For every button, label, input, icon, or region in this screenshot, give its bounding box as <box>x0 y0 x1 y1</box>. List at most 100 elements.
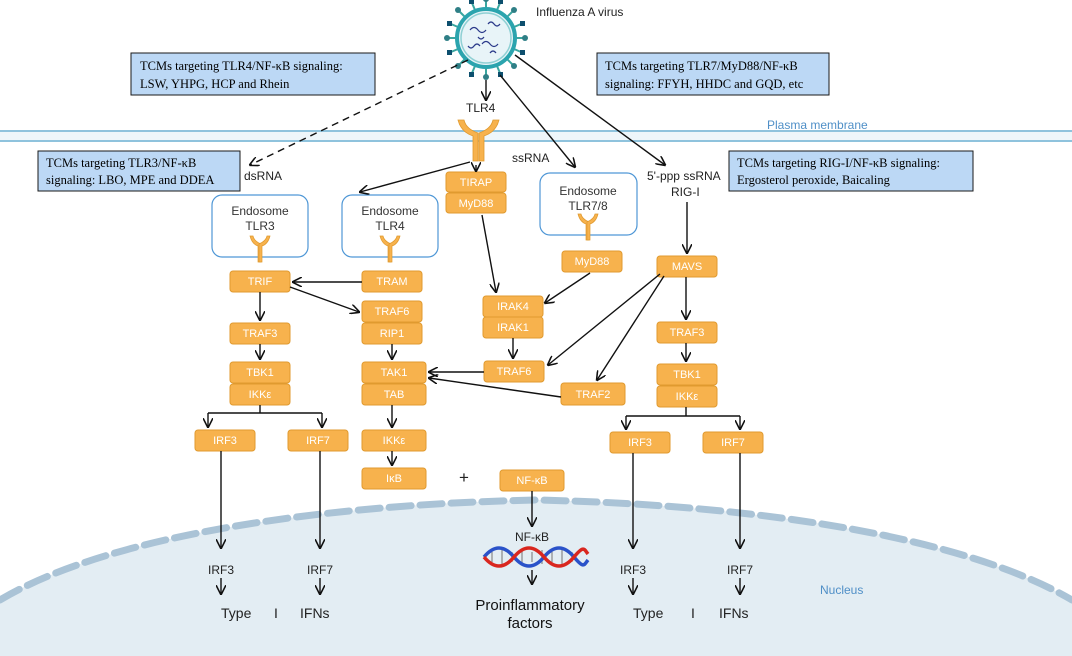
node-irak1: IRAK1 <box>482 316 544 339</box>
svg-text:Ergosterol peroxide, Baicaling: Ergosterol peroxide, Baicaling <box>737 173 891 187</box>
svg-text:TLR7/8: TLR7/8 <box>568 199 608 213</box>
svg-text:IRAK4: IRAK4 <box>497 301 529 313</box>
node-myd88-a: MyD88 <box>445 192 507 214</box>
plasma-membrane: Plasma membrane <box>0 118 1072 142</box>
type-right-label: Type <box>633 605 664 621</box>
nucleus: Nucleus <box>0 496 1072 656</box>
membrane-label: Plasma membrane <box>767 118 868 132</box>
svg-text:IRAK1: IRAK1 <box>497 322 529 334</box>
node-mavs: MAVS <box>656 255 718 278</box>
tlr78-receptor-icon <box>577 213 599 241</box>
node-traf6-a: TRAF6 <box>361 300 423 323</box>
callout-tlr3: TCMs targeting TLR3/NF-κB signaling: LBO… <box>37 150 241 192</box>
node-tab: TAB <box>361 383 427 406</box>
svg-text:TCMs targeting RIG-I/NF-κB sig: TCMs targeting RIG-I/NF-κB signaling: <box>737 156 940 170</box>
svg-text:IKKε: IKKε <box>249 389 272 401</box>
tlr4-receptor-icon <box>457 119 500 162</box>
dna-helix-icon <box>482 546 590 568</box>
node-irf3-right: IRF3 <box>609 431 671 454</box>
node-traf3-left: TRAF3 <box>229 322 291 345</box>
svg-text:IRF7: IRF7 <box>306 435 330 447</box>
irf3-left-nucleus-label: IRF3 <box>208 563 234 577</box>
svg-text:MyD88: MyD88 <box>575 256 610 268</box>
svg-text:IKKε: IKKε <box>383 435 406 447</box>
svg-text:IκB: IκB <box>386 473 402 485</box>
endosome-tlr4: Endosome TLR4 <box>341 194 439 258</box>
svg-text:IKKε: IKKε <box>676 391 699 403</box>
svg-text:TBK1: TBK1 <box>246 367 274 379</box>
svg-text:TRIF: TRIF <box>248 276 273 288</box>
nfkb-nucleus-label: NF-κB <box>515 530 549 544</box>
pathway-arrows <box>208 54 740 594</box>
node-myd88-b: MyD88 <box>561 250 623 273</box>
endosome-tlr3: Endosome TLR3 <box>211 194 309 258</box>
irf3-right-nucleus-label: IRF3 <box>620 563 646 577</box>
node-ikb: IκB <box>361 467 427 490</box>
node-ikke-mid: IKKε <box>361 429 427 452</box>
node-traf2: TRAF2 <box>560 382 626 406</box>
svg-text:TLR3: TLR3 <box>245 219 275 233</box>
roman-left-label: I <box>274 605 278 621</box>
ssrna-label: ssRNA <box>512 151 549 165</box>
svg-text:signaling: LBO, MPE and DDEA: signaling: LBO, MPE and DDEA <box>46 173 214 187</box>
svg-text:Endosome: Endosome <box>361 204 419 218</box>
influenza-virus-icon <box>444 0 528 80</box>
tlr4-surface-label: TLR4 <box>466 101 496 115</box>
node-irf7-right: IRF7 <box>702 431 764 454</box>
node-tram: TRAM <box>361 270 423 293</box>
svg-text:TCMs targeting TLR3/NF-κB: TCMs targeting TLR3/NF-κB <box>46 156 196 170</box>
node-nfkb: NF-κB <box>499 469 565 492</box>
svg-text:IRF3: IRF3 <box>213 435 237 447</box>
roman-right-label: I <box>691 605 695 621</box>
svg-text:MAVS: MAVS <box>672 261 702 273</box>
svg-text:MyD88: MyD88 <box>459 198 494 210</box>
svg-text:TIRAP: TIRAP <box>460 177 492 189</box>
svg-text:Endosome: Endosome <box>231 204 289 218</box>
tlr4-endosome-receptor-icon <box>379 235 401 263</box>
svg-text:TRAF2: TRAF2 <box>576 389 611 401</box>
node-trif: TRIF <box>229 270 291 293</box>
svg-text:IRF3: IRF3 <box>628 437 652 449</box>
svg-text:TRAM: TRAM <box>376 276 407 288</box>
svg-text:Endosome: Endosome <box>559 184 617 198</box>
node-tbk1-right: TBK1 <box>656 363 718 386</box>
node-irf7-left: IRF7 <box>287 429 349 452</box>
callout-tlr7: TCMs targeting TLR7/MyD88/NF-κB signalin… <box>596 52 830 96</box>
svg-text:RIP1: RIP1 <box>380 328 404 340</box>
node-tbk1-left: TBK1 <box>229 361 291 384</box>
svg-text:TAB: TAB <box>384 389 405 401</box>
type-left-label: Type <box>221 605 252 621</box>
node-ikke-left: IKKε <box>229 383 291 406</box>
svg-text:IRF7: IRF7 <box>721 437 745 449</box>
svg-text:LSW, YHPG, HCP and Rhein: LSW, YHPG, HCP and Rhein <box>140 77 290 91</box>
svg-text:TCMs targeting TLR4/NF-κB sign: TCMs targeting TLR4/NF-κB signaling: <box>140 59 343 73</box>
nucleus-label: Nucleus <box>820 583 863 597</box>
svg-text:TLR4: TLR4 <box>375 219 405 233</box>
node-irf3-left: IRF3 <box>194 429 256 452</box>
svg-text:TRAF3: TRAF3 <box>243 328 278 340</box>
callout-rigi: TCMs targeting RIG-I/NF-κB signaling: Er… <box>728 150 974 192</box>
factors-label: factors <box>507 615 552 632</box>
endosome-tlr78: Endosome TLR7/8 <box>539 172 638 236</box>
rig-i-label: RIG-I <box>671 185 700 199</box>
tlr3-receptor-icon <box>249 235 271 263</box>
dsrna-label: dsRNA <box>244 169 282 183</box>
ifns-right-label: IFNs <box>719 605 749 621</box>
svg-text:TAK1: TAK1 <box>381 367 408 379</box>
ppp-ssrna-label: 5'-ppp ssRNA <box>647 169 721 183</box>
proinflammatory-label: Proinflammatory <box>475 597 585 614</box>
callout-tlr4: TCMs targeting TLR4/NF-κB signaling: LSW… <box>130 52 376 96</box>
svg-text:NF-κB: NF-κB <box>516 475 547 487</box>
node-ikke-right: IKKε <box>656 385 718 408</box>
svg-text:TRAF6: TRAF6 <box>375 306 410 318</box>
node-tirap: TIRAP <box>445 171 507 193</box>
irf7-left-nucleus-label: IRF7 <box>307 563 333 577</box>
node-traf6-b: TRAF6 <box>483 360 545 383</box>
svg-text:TBK1: TBK1 <box>673 369 701 381</box>
ifns-left-label: IFNs <box>300 605 330 621</box>
node-irak4: IRAK4 <box>482 295 544 318</box>
plus-sign: + <box>459 468 469 487</box>
svg-text:signaling: FFYH, HHDC and GQD,: signaling: FFYH, HHDC and GQD, etc <box>605 77 804 91</box>
virus-label: Influenza A virus <box>536 5 623 19</box>
